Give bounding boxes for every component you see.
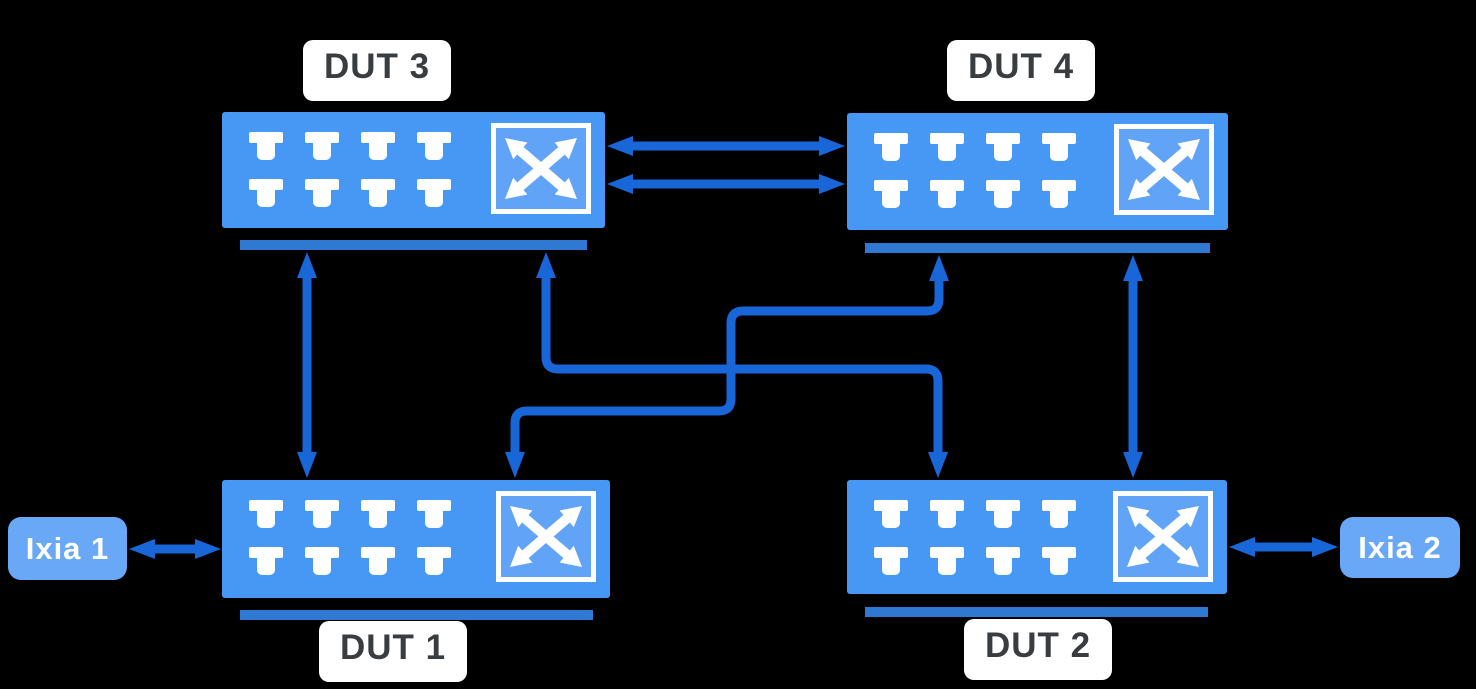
crossed-arrows-icon: [495, 490, 597, 583]
ethernet-port-icon: [361, 132, 395, 143]
ethernet-port-icon: [305, 547, 339, 558]
port-row: [249, 547, 451, 558]
ethernet-port-icon: [930, 547, 964, 558]
ethernet-port-icon: [1042, 500, 1076, 511]
ethernet-port-icon: [930, 180, 964, 191]
ethernet-port-icon: [930, 500, 964, 511]
ethernet-port-icon: [986, 180, 1020, 191]
ethernet-port-icon: [249, 132, 283, 143]
ethernet-port-icon: [249, 500, 283, 511]
ethernet-port-icon: [417, 179, 451, 190]
link-dut4-dut1: [505, 255, 949, 478]
ethernet-port-icon: [930, 133, 964, 144]
port-row: [874, 133, 1076, 144]
ethernet-port-icon: [361, 500, 395, 511]
ethernet-port-icon: [1042, 180, 1076, 191]
switch-dut2: [847, 480, 1227, 594]
ethernet-port-icon: [1042, 133, 1076, 144]
underline-bar-dut1: [240, 610, 593, 620]
ethernet-port-icon: [874, 500, 908, 511]
underline-bar-dut2: [865, 607, 1208, 617]
crossed-arrows-icon: [490, 122, 592, 215]
ethernet-port-icon: [249, 179, 283, 190]
link-ixia1-dut1: [129, 539, 221, 559]
ethernet-port-icon: [1042, 547, 1076, 558]
link-dut4-dut2: [1123, 255, 1143, 478]
underline-bar-dut3: [240, 240, 587, 250]
port-row: [249, 179, 451, 190]
ethernet-port-icon: [986, 133, 1020, 144]
node-ixia2: Ixia 2: [1340, 517, 1460, 578]
node-ixia1: Ixia 1: [8, 517, 127, 580]
node-label-dut1: DUT 1: [319, 621, 468, 682]
ethernet-port-icon: [305, 132, 339, 143]
link-dut3-dut4-2: [607, 174, 845, 194]
ethernet-port-icon: [249, 547, 283, 558]
ethernet-port-icon: [305, 179, 339, 190]
link-ixia2-dut2: [1229, 537, 1338, 557]
node-label-ixia2: Ixia 2: [1358, 529, 1442, 565]
ethernet-port-icon: [874, 180, 908, 191]
ethernet-port-icon: [986, 547, 1020, 558]
node-label-dut4: DUT 4: [947, 40, 1096, 101]
port-row: [874, 180, 1076, 191]
underline-bar-dut4: [865, 243, 1210, 253]
ethernet-port-icon: [305, 500, 339, 511]
node-label-ixia1: Ixia 1: [25, 530, 110, 566]
link-dut3-dut2: [536, 252, 948, 478]
ethernet-port-icon: [417, 547, 451, 558]
ethernet-port-icon: [417, 132, 451, 143]
ethernet-port-icon: [361, 179, 395, 190]
ethernet-port-icon: [874, 133, 908, 144]
ethernet-port-icon: [417, 500, 451, 511]
switch-dut4: [847, 113, 1228, 230]
ethernet-port-icon: [874, 547, 908, 558]
port-row: [249, 500, 451, 511]
crossed-arrows-icon: [1113, 123, 1215, 216]
port-row: [249, 132, 451, 143]
ethernet-port-icon: [361, 547, 395, 558]
port-row: [874, 500, 1076, 511]
ethernet-port-icon: [986, 500, 1020, 511]
switch-dut1: [222, 480, 610, 598]
link-dut3-dut1: [297, 252, 317, 478]
link-dut3-dut4-1: [607, 136, 845, 156]
crossed-arrows-icon: [1112, 490, 1214, 583]
port-row: [874, 547, 1076, 558]
node-label-dut3: DUT 3: [303, 40, 452, 101]
node-label-dut2: DUT 2: [964, 619, 1113, 680]
switch-dut3: [222, 112, 605, 228]
